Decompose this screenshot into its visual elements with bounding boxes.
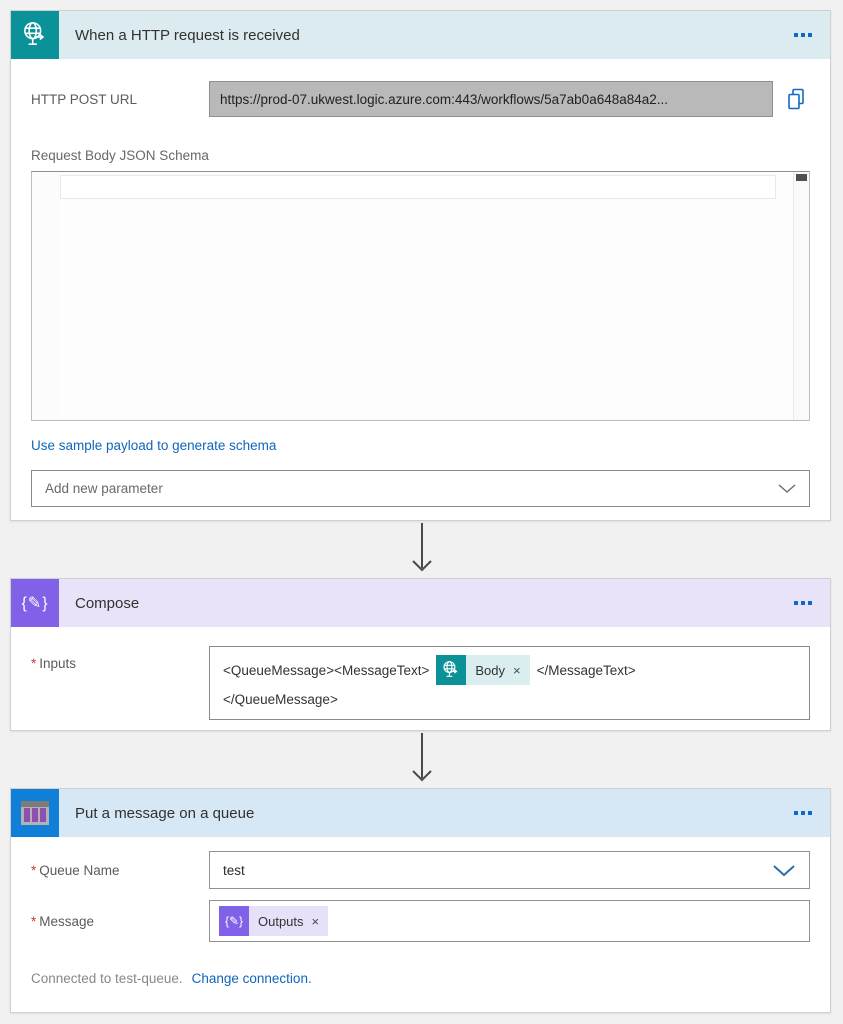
required-asterisk: * xyxy=(31,862,37,878)
ellipsis-icon xyxy=(794,811,798,815)
http-trigger-header[interactable]: When a HTTP request is received xyxy=(11,11,830,59)
remove-token-button[interactable]: × xyxy=(311,913,320,929)
copy-icon xyxy=(788,88,804,110)
card-menu-button[interactable] xyxy=(792,595,814,611)
inputs-text-line2: </QueueMessage> xyxy=(223,691,338,707)
message-field[interactable]: {✎} Outputs × xyxy=(209,900,810,942)
queue-icon xyxy=(11,789,59,837)
ellipsis-icon xyxy=(801,811,805,815)
ellipsis-icon xyxy=(794,33,798,37)
queue-header[interactable]: Put a message on a queue xyxy=(11,789,830,837)
schema-label: Request Body JSON Schema xyxy=(31,148,209,163)
remove-token-button[interactable]: × xyxy=(513,662,521,678)
http-request-icon xyxy=(436,655,467,685)
queue-action-card: Put a message on a queue *Queue Name tes… xyxy=(10,788,831,1013)
chevron-down-icon xyxy=(772,864,796,877)
card-menu-button[interactable] xyxy=(792,805,814,821)
scrollbar-thumb[interactable] xyxy=(796,174,807,181)
http-post-url-label: HTTP POST URL xyxy=(31,91,138,107)
arrow-down-icon xyxy=(411,733,432,782)
compose-icon: {✎} xyxy=(219,906,249,936)
token-label: Body xyxy=(475,662,506,678)
connector-arrow xyxy=(0,523,843,577)
chevron-down-icon xyxy=(778,483,796,494)
queue-window-glyph xyxy=(21,801,49,825)
use-sample-payload-link[interactable]: Use sample payload to generate schema xyxy=(31,438,277,453)
outputs-token[interactable]: {✎} Outputs × xyxy=(219,906,329,936)
required-asterisk: * xyxy=(31,913,37,929)
http-trigger-card: When a HTTP request is received HTTP POS… xyxy=(10,10,831,521)
token-label: Outputs xyxy=(258,913,304,929)
inputs-text-after: </MessageText> xyxy=(536,662,636,678)
arrow-down-icon xyxy=(411,523,432,572)
connected-text: Connected to test-queue. xyxy=(31,971,183,986)
add-new-parameter-dropdown[interactable]: Add new parameter xyxy=(31,470,810,507)
ellipsis-icon xyxy=(808,811,812,815)
copy-url-button[interactable] xyxy=(782,83,810,115)
http-request-icon xyxy=(11,11,59,59)
queue-name-select[interactable]: test xyxy=(209,851,810,889)
schema-editor[interactable] xyxy=(31,171,810,421)
ellipsis-icon xyxy=(808,33,812,37)
editor-current-line[interactable] xyxy=(60,175,776,199)
compose-header[interactable]: {✎} Compose xyxy=(11,579,830,627)
card-menu-button[interactable] xyxy=(792,27,814,43)
compose-card: {✎} Compose *Inputs <QueueMessage><Messa… xyxy=(10,578,831,731)
editor-scrollbar[interactable] xyxy=(793,172,809,420)
braces-pencil-glyph: {✎} xyxy=(21,595,49,612)
editor-gutter xyxy=(32,172,60,420)
ellipsis-icon xyxy=(801,33,805,37)
message-label: *Message xyxy=(31,913,95,929)
queue-name-label: *Queue Name xyxy=(31,862,120,878)
inputs-label: *Inputs xyxy=(31,656,77,671)
connection-footer: Connected to test-queue. Change connecti… xyxy=(31,971,810,986)
card-title: Compose xyxy=(75,594,140,612)
change-connection-link[interactable]: Change connection. xyxy=(191,971,312,986)
http-post-url-field[interactable]: https://prod-07.ukwest.logic.azure.com:4… xyxy=(209,81,773,117)
body-token[interactable]: Body × xyxy=(436,655,530,685)
ellipsis-icon xyxy=(808,601,812,605)
card-title: When a HTTP request is received xyxy=(75,26,300,44)
inputs-text-before: <QueueMessage><MessageText> xyxy=(223,662,430,678)
braces-pencil-glyph: {✎} xyxy=(224,914,244,928)
compose-icon: {✎} xyxy=(11,579,59,627)
required-asterisk: * xyxy=(31,656,37,671)
queue-name-value: test xyxy=(223,862,245,878)
add-new-parameter-placeholder: Add new parameter xyxy=(45,481,163,496)
inputs-field[interactable]: <QueueMessage><MessageText> Bo xyxy=(209,646,810,720)
connector-arrow xyxy=(0,733,843,787)
card-title: Put a message on a queue xyxy=(75,804,255,822)
ellipsis-icon xyxy=(794,601,798,605)
ellipsis-icon xyxy=(801,601,805,605)
